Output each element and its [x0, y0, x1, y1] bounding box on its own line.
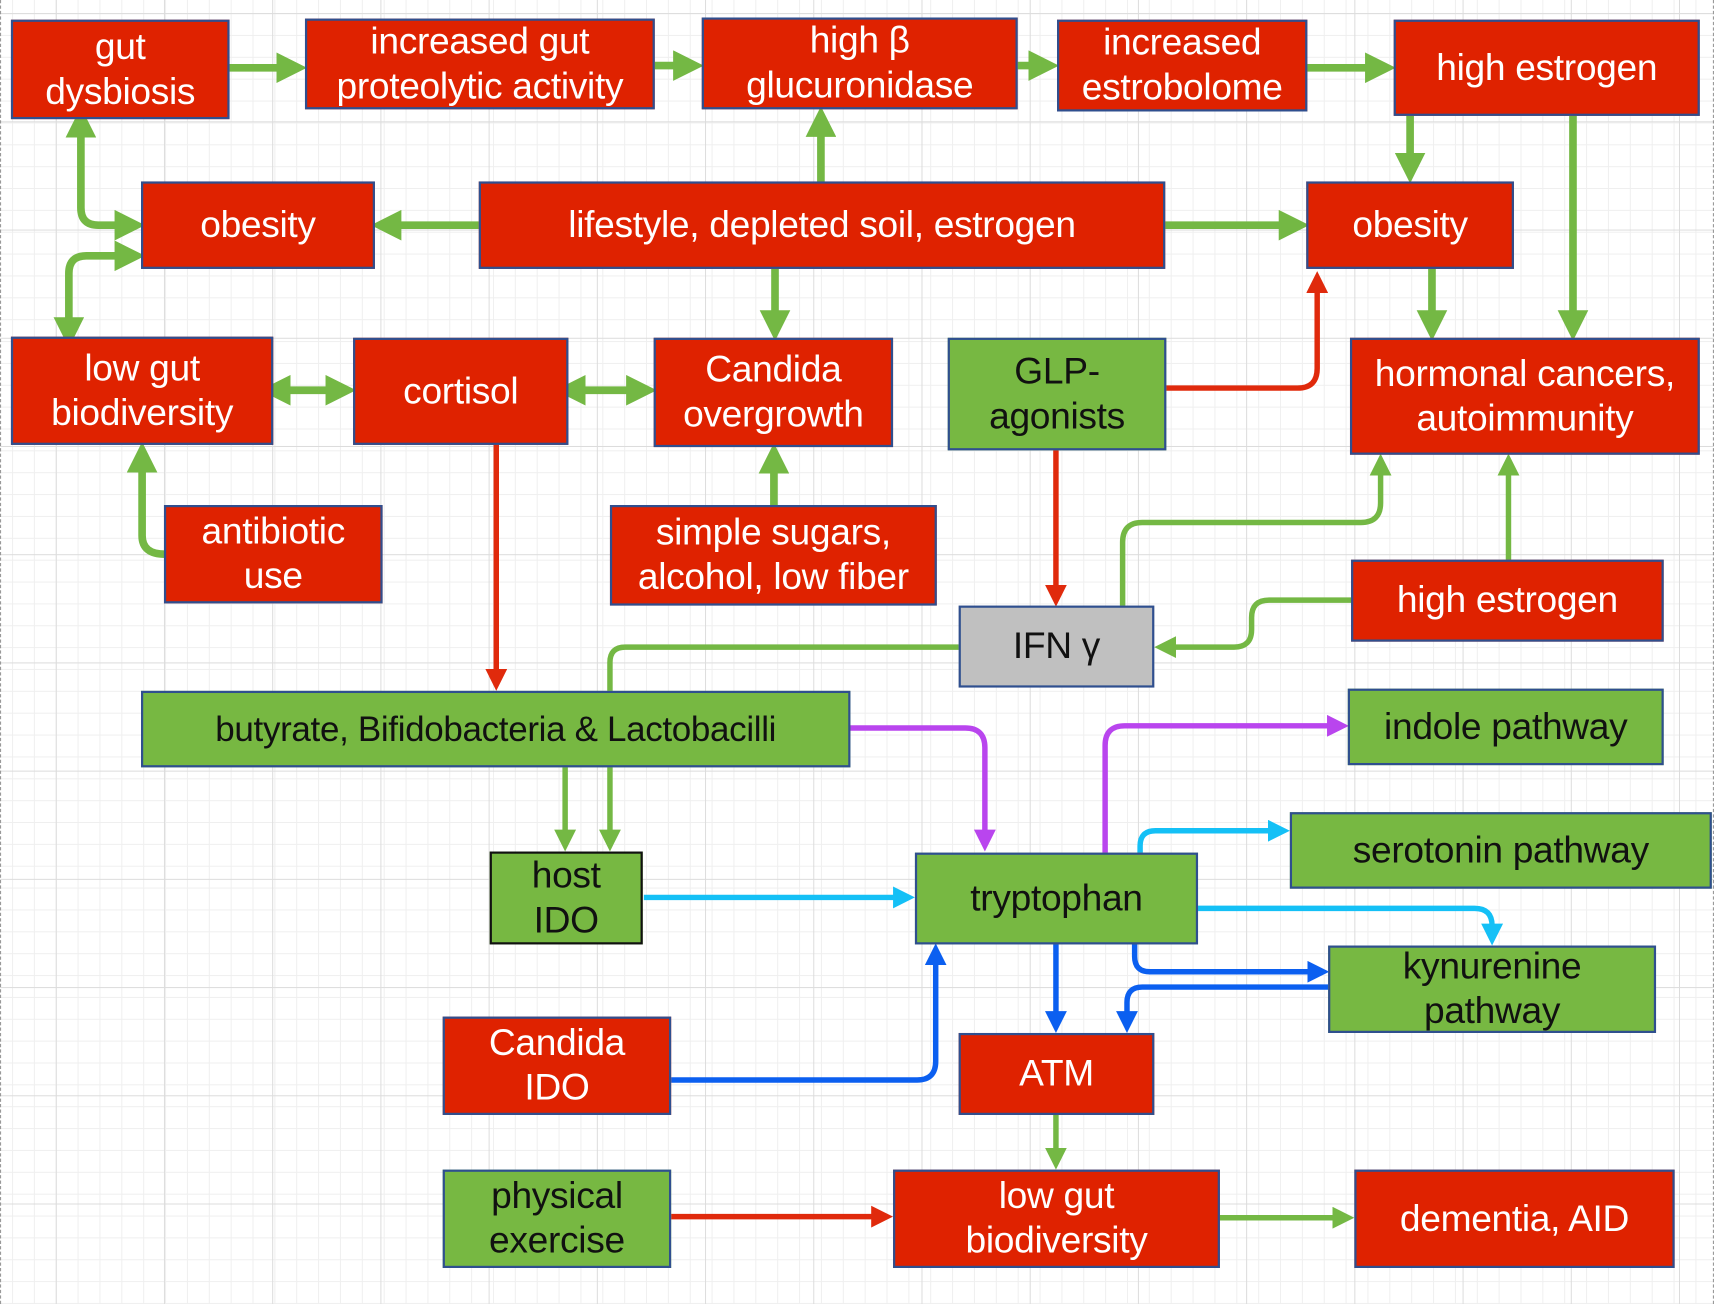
- edge-butyrate-to-tryptophan: [850, 725, 996, 852]
- node-dementia-aid: dementia, AID: [1354, 1169, 1675, 1268]
- node-hormonal-cancers-autoimmunity: hormonal cancers, autoimmunity: [1349, 337, 1700, 455]
- node-high-estrogen-mid: high estrogen: [1351, 559, 1664, 642]
- node-high-beta-glucuronidase: high β glucuronidase: [701, 17, 1018, 110]
- node-high-estrogen-top: high estrogen: [1393, 19, 1700, 116]
- edge-tryptophan-to-serotonin: [1137, 819, 1290, 853]
- node-physical-exercise: physical exercise: [442, 1169, 672, 1268]
- node-simple-sugars-alcohol-low-fiber: simple sugars, alcohol, low fiber: [609, 505, 937, 606]
- edge-ifn-to-cancers: [1119, 453, 1392, 606]
- edge-tryptophan-to-kynurenine-cyan: [1198, 905, 1504, 946]
- node-gut-dysbiosis: gut dysbiosis: [10, 19, 230, 120]
- edge-butyrate-to-ifn: [607, 644, 960, 691]
- node-kynurenine-pathway: kynurenine pathway: [1328, 945, 1657, 1033]
- node-candida-overgrowth: Candida overgrowth: [653, 337, 894, 448]
- node-antibiotic-use: antibiotic use: [163, 505, 383, 604]
- node-serotonin-pathway: serotonin pathway: [1289, 812, 1712, 889]
- node-indole-pathway: indole pathway: [1347, 688, 1664, 766]
- node-low-gut-biodiversity-top: low gut biodiversity: [10, 336, 274, 445]
- node-obesity-left: obesity: [141, 181, 375, 269]
- node-low-gut-biodiversity-bottom: low gut biodiversity: [893, 1169, 1220, 1268]
- node-candida-ido: Candida IDO: [442, 1016, 672, 1115]
- node-ifn-gamma: IFN γ: [958, 605, 1155, 688]
- node-increased-proteolytic-activity: increased gut proteolytic activity: [304, 18, 655, 110]
- edge-tryptophan-to-kynurenine-blue: [1131, 943, 1330, 983]
- node-tryptophan: tryptophan: [914, 852, 1199, 945]
- node-cortisol: cortisol: [353, 337, 569, 445]
- edge-high-estrogen-mid-to-ifn: [1154, 597, 1352, 659]
- node-lifestyle-depleted-soil-estrogen: lifestyle, depleted soil, estrogen: [478, 181, 1166, 269]
- edge-low-gut-biodiversity-obesity: [53, 240, 146, 348]
- node-butyrate-bifidobacteria-lactobacilli: butyrate, Bifidobacteria & Lactobacilli: [141, 690, 851, 768]
- node-glp-agonists: GLP- agonists: [947, 337, 1167, 451]
- edge-candida-ido-to-tryptophan: [671, 943, 947, 1083]
- edge-gut-dysbiosis-obesity: [65, 106, 146, 241]
- node-increased-estrobolome: increased estrobolome: [1057, 19, 1308, 112]
- edge-kynurenine-to-atm: [1116, 984, 1329, 1033]
- edge-glp-to-obesity-right: [1166, 271, 1329, 391]
- edge-tryptophan-to-indole: [1102, 714, 1349, 853]
- edge-antibiotic-to-low-gut-biodiversity: [126, 441, 166, 559]
- node-host-ido: host IDO: [489, 851, 643, 945]
- node-atm: ATM: [958, 1032, 1155, 1115]
- node-obesity-right: obesity: [1306, 181, 1514, 269]
